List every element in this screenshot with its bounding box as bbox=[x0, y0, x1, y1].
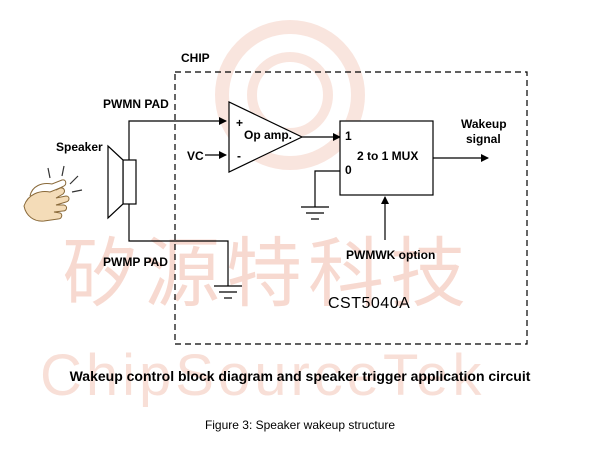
watermark-en: ChipSourceTek bbox=[40, 343, 485, 408]
op-amp-label: Op amp. bbox=[244, 128, 292, 142]
speaker-icon bbox=[107, 144, 137, 220]
figure-caption: Figure 3: Speaker wakeup structure bbox=[204, 418, 396, 432]
op-amp bbox=[228, 101, 304, 173]
pwmwk-option-label: PWMWK option bbox=[346, 248, 435, 262]
chip-boundary bbox=[174, 71, 528, 345]
op-amp-minus: - bbox=[237, 149, 241, 163]
pwmn-wire bbox=[128, 117, 227, 160]
part-number: CST5040A bbox=[328, 295, 410, 312]
wakeup-label-line2: signal bbox=[466, 132, 501, 146]
wakeup-label-line1: Wakeup bbox=[461, 117, 507, 131]
speaker-label: Speaker bbox=[56, 140, 103, 154]
mux-block bbox=[339, 120, 434, 196]
vc-label: VC bbox=[187, 149, 204, 163]
ground-symbol-mux bbox=[301, 206, 329, 220]
watermark-cn: 矽源特科技 bbox=[62, 229, 472, 318]
clapping-hands-icon bbox=[23, 165, 83, 222]
ground-symbol-pwmp bbox=[214, 285, 242, 299]
mux-input-0: 0 bbox=[345, 163, 352, 177]
pwmn-pad-label: PWMN PAD bbox=[103, 97, 169, 111]
mux-label: 2 to 1 MUX bbox=[357, 149, 418, 163]
diagram-headline: Wakeup control block diagram and speaker… bbox=[69, 368, 531, 384]
pwmp-wire bbox=[128, 204, 229, 286]
pwmp-pad-label: PWMP PAD bbox=[103, 255, 168, 269]
op-amp-plus: + bbox=[236, 116, 243, 130]
mux-input-1: 1 bbox=[345, 129, 352, 143]
chip-label: CHIP bbox=[181, 51, 210, 65]
mux-ground-wire bbox=[314, 170, 340, 207]
